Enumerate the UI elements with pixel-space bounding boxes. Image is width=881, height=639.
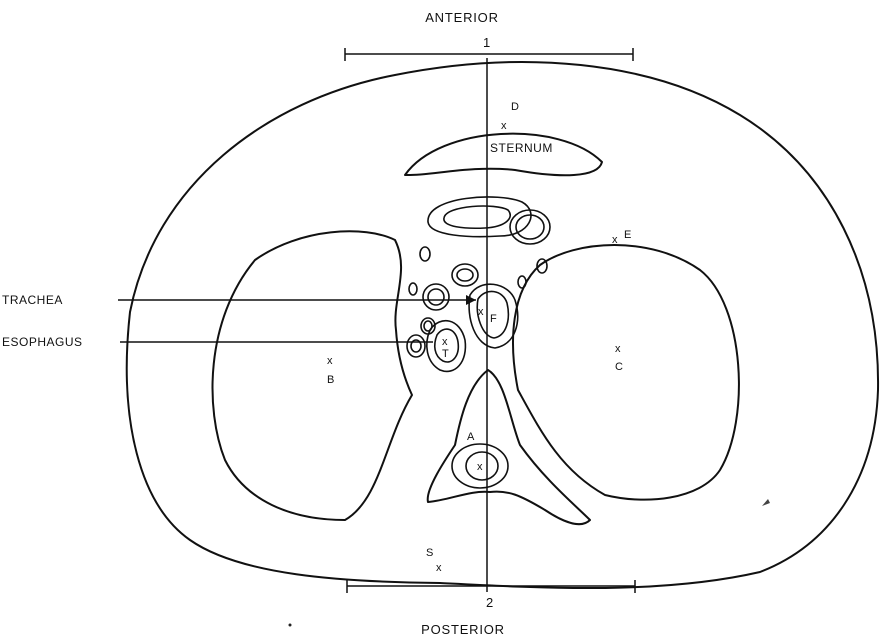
speck-1 [289,624,292,627]
left-lung-outline [513,245,739,500]
vessel-eso-2 [407,335,425,357]
small-vessel-2 [409,283,417,295]
speck-2 [762,499,770,506]
point-b-marker: x [327,355,333,367]
point-s-letter: S [426,547,433,559]
point-f-marker: x [478,306,484,318]
point-d-marker: x [501,120,507,132]
point-t-marker: x [442,336,448,348]
point-c-marker: x [615,343,621,355]
vessel-eso-1-inner [424,321,432,331]
point-a-marker: x [477,461,483,473]
point-d-letter: D [511,101,519,113]
point-c-letter: C [615,361,623,373]
axis-mark-2: 2 [486,595,494,610]
vessel-center-outer [452,264,478,286]
esophagus-label: ESOPHAGUS [2,335,83,349]
right-lung-outline [213,231,412,520]
point-a-letter: A [467,431,475,443]
vessel-center-inner [457,269,473,281]
point-e-letter: E [624,229,631,241]
vessel-upper-outer [428,197,531,237]
small-vessel-4 [518,276,526,288]
point-s-marker: x [436,562,442,574]
anterior-label: ANTERIOR [425,10,499,25]
point-b-letter: B [327,374,334,386]
posterior-label: POSTERIOR [421,622,505,637]
vessel-left-outer [423,284,449,310]
point-e-marker: x [612,234,618,246]
vessel-upper-inner [444,206,510,228]
axis-mark-1: 1 [483,35,491,50]
point-f-letter: F [490,313,497,325]
sternum-label: STERNUM [490,141,553,155]
vessel-left-inner [428,289,444,305]
small-vessel-1 [420,247,430,261]
point-t-letter: T [442,348,449,360]
trachea-arrowhead [466,295,476,305]
vertebra-outline [428,370,590,524]
trachea-label: TRACHEA [2,293,63,307]
